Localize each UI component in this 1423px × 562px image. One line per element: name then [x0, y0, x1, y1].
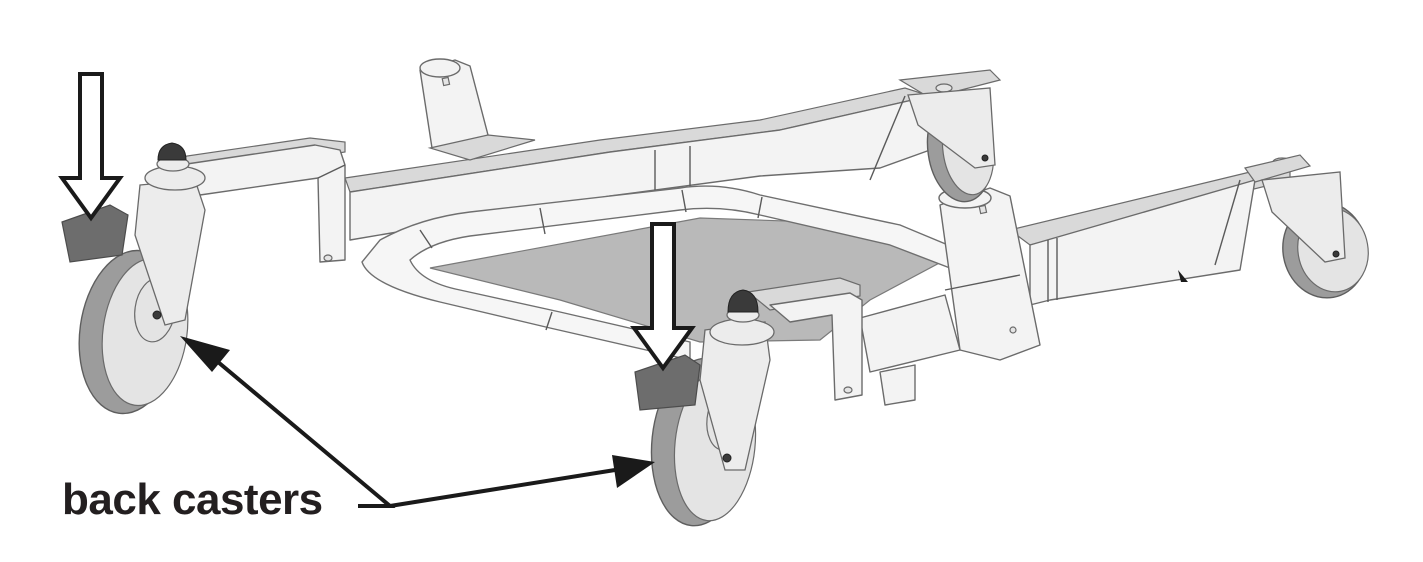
rear-rail	[344, 69, 1002, 241]
push-down-arrow-center-icon	[630, 222, 696, 372]
mast-socket-front	[859, 187, 1041, 406]
mast-socket-rear	[419, 58, 536, 161]
left-caster-arm	[158, 137, 346, 263]
caster-back-left	[61, 142, 206, 415]
right-leg	[1008, 154, 1312, 306]
caster-front-upper	[907, 87, 996, 203]
back-casters-label: back casters	[62, 475, 323, 524]
push-down-arrow-left-icon	[58, 72, 124, 222]
caster-front-right	[1261, 171, 1369, 299]
label-leaders	[180, 336, 655, 508]
caster-back-center	[634, 277, 863, 527]
cursor-mark-icon	[1178, 270, 1188, 282]
